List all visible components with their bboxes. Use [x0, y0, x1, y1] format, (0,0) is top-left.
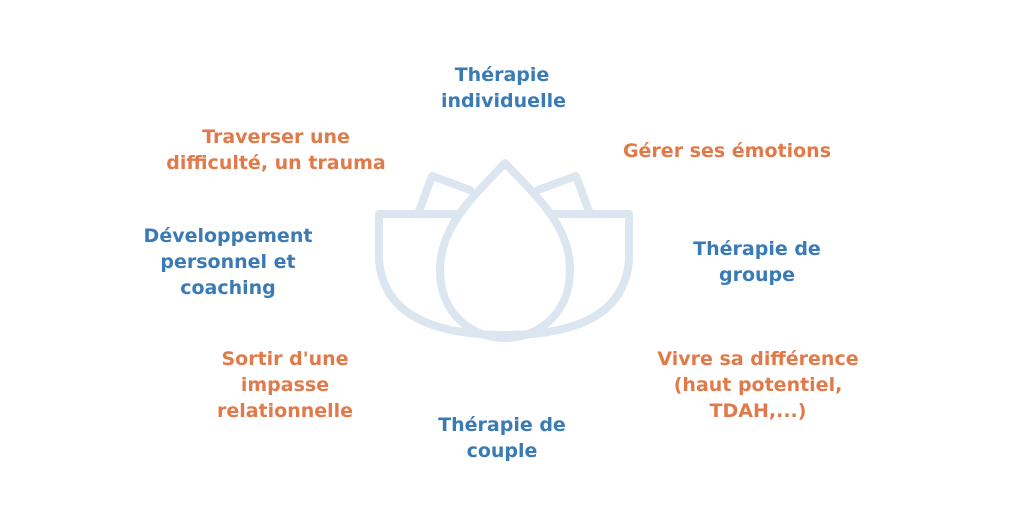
label-therapie-groupe: Thérapie de groupe: [687, 236, 827, 288]
label-line: Sortir d'une: [221, 348, 349, 370]
label-line: Développement: [143, 225, 313, 247]
label-line: difficulté, un trauma: [166, 152, 386, 174]
label-line: (haut potentiel,: [673, 374, 843, 396]
label-line: impasse: [240, 374, 330, 396]
lotus-right-back-petal: [534, 172, 594, 218]
label-line: Thérapie de: [438, 414, 566, 436]
label-line: Gérer ses émotions: [622, 140, 832, 162]
label-therapie-individuelle: Thérapie individuelle: [441, 62, 566, 114]
label-line: personnel et: [160, 251, 296, 273]
label-sortir-impasse: Sortir d'une impasse relationnelle: [210, 346, 360, 424]
label-gerer-emotions: Gérer ses émotions: [618, 138, 836, 164]
label-line: individuelle: [441, 90, 566, 112]
label-line: coaching: [180, 277, 276, 299]
label-line: relationnelle: [216, 400, 354, 422]
label-line: couple: [466, 440, 538, 462]
label-line: groupe: [718, 264, 796, 286]
lotus-left-back-petal: [414, 172, 474, 218]
label-line: Traverser une: [202, 126, 350, 148]
label-line: TDAH,...): [709, 400, 807, 422]
lotus-center-petal: [436, 159, 574, 342]
label-therapie-couple: Thérapie de couple: [432, 412, 572, 464]
label-line: Vivre sa différence: [657, 348, 859, 370]
label-line: Thérapie de: [693, 238, 821, 260]
label-vivre-difference: Vivre sa différence (haut potentiel, TDA…: [652, 346, 864, 424]
label-line: Thérapie: [454, 64, 550, 86]
label-developpement-personnel: Développement personnel et coaching: [134, 223, 322, 301]
label-traverser-difficulte: Traverser une difficulté, un trauma: [158, 124, 394, 176]
